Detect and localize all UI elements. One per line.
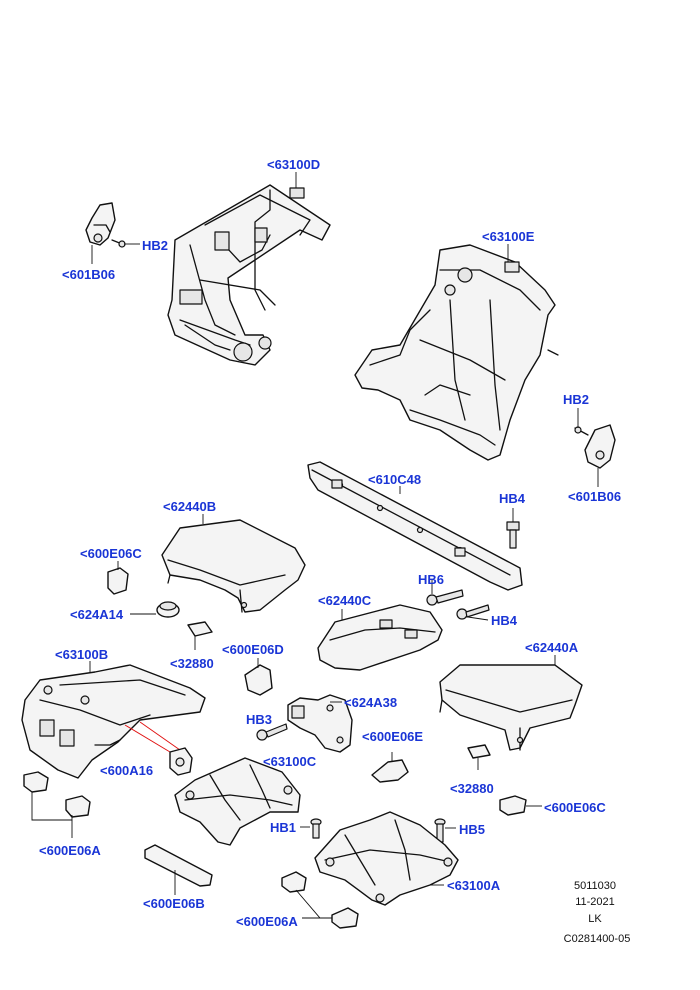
diagram-initials: LK [588, 913, 602, 925]
label-hb1[interactable]: HB1 [270, 820, 297, 835]
seat-base-63100a [314, 811, 459, 906]
label-62440a[interactable]: <62440A [525, 640, 579, 655]
diagram-code: 5011030 [573, 880, 616, 892]
clip-600e06c-right [499, 795, 542, 816]
label-63100d[interactable]: <63100D [267, 157, 321, 172]
label-62440c[interactable]: <62440C [318, 593, 372, 608]
clip-600e06e [371, 752, 409, 783]
label-hb5[interactable]: HB5 [459, 822, 486, 837]
label-600e06a-left[interactable]: <600E06A [39, 843, 101, 858]
label-63100a[interactable]: <63100A [447, 878, 501, 893]
seat-back-frame-63100d [167, 184, 331, 366]
bracket-624a38 [287, 694, 353, 753]
cover-62440b [161, 519, 306, 613]
hinge-601b06-top [85, 202, 126, 248]
seat-base-63100c [174, 757, 301, 846]
label-600e06e[interactable]: <600E06E [362, 729, 424, 744]
bolt-hb5 [434, 818, 456, 843]
bolt-hb6 [426, 589, 464, 606]
label-hb3[interactable]: HB3 [246, 712, 273, 727]
label-32880-right[interactable]: <32880 [450, 781, 494, 796]
label-600e06a-bottom[interactable]: <600E06A [236, 914, 298, 929]
bolt-hb3 [256, 723, 288, 741]
clips-600e06a-bottom [281, 871, 359, 929]
diagram-reference: C0281400-05 [563, 933, 631, 945]
label-63100c[interactable]: <63100C [263, 754, 317, 769]
panel-62440c [317, 604, 443, 671]
label-hb4-top[interactable]: HB4 [499, 491, 526, 506]
cross-bar-610c48 [307, 461, 523, 591]
hinge-601b06-right [574, 424, 616, 469]
diagram-date: 11-2021 [575, 896, 615, 908]
bracket-32880-left [187, 621, 213, 650]
label-63100b[interactable]: <63100B [55, 647, 109, 662]
label-600a16[interactable]: <600A16 [100, 763, 154, 778]
bracket-32880-right [467, 744, 491, 770]
bolt-hb1 [300, 818, 322, 839]
label-62440b[interactable]: <62440B [163, 499, 217, 514]
label-601b06-top[interactable]: <601B06 [62, 267, 116, 282]
knob-624a14 [130, 601, 180, 618]
label-600e06b[interactable]: <600E06B [143, 896, 205, 911]
label-hb2-top[interactable]: HB2 [142, 238, 169, 253]
label-hb6[interactable]: HB6 [418, 572, 445, 587]
label-32880-left[interactable]: <32880 [170, 656, 214, 671]
bolt-hb4-top [506, 508, 520, 549]
label-600e06c-right[interactable]: <600E06C [544, 800, 606, 815]
label-hb2-right[interactable]: HB2 [563, 392, 590, 407]
cover-62440a [439, 664, 583, 751]
highlight-leader [124, 721, 181, 756]
label-hb4-bottom[interactable]: HB4 [491, 613, 518, 628]
label-600e06c-left[interactable]: <600E06C [80, 546, 142, 561]
label-624a38[interactable]: <624A38 [344, 695, 398, 710]
clip-600e06c-left [107, 561, 129, 595]
bolt-hb4-bottom [456, 604, 490, 620]
label-600e06d[interactable]: <600E06D [222, 642, 284, 657]
clip-600e06d [244, 658, 273, 696]
label-601b06-right[interactable]: <601B06 [568, 489, 622, 504]
label-624a14[interactable]: <624A14 [70, 607, 124, 622]
seat-base-63100b [21, 664, 206, 779]
label-610c48[interactable]: <610C48 [368, 472, 422, 487]
label-63100e[interactable]: <63100E [482, 229, 535, 244]
motor-600a16 [169, 747, 193, 776]
seat-back-frame-63100e [354, 244, 559, 461]
clips-600e06a-left [23, 771, 91, 838]
strip-600e06b [144, 844, 213, 895]
label-leaders [89, 172, 599, 773]
